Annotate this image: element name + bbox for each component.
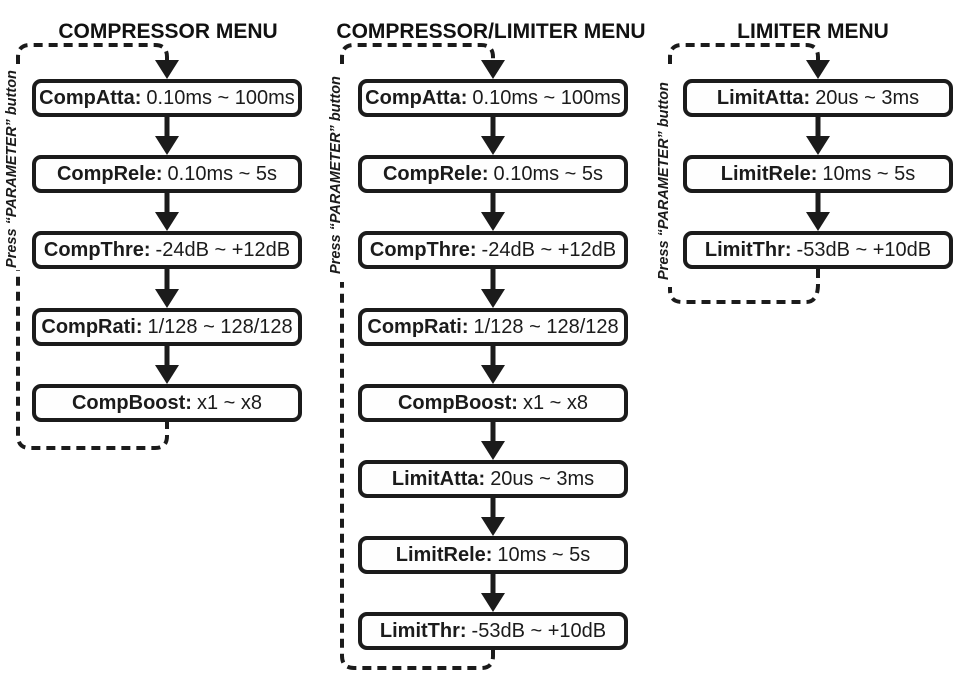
param-name: LimitAtta: [391,467,486,490]
param-range: x1 ~ x8 [522,391,589,414]
param-name: LimitAtta: [716,86,811,109]
arrow-icon [481,289,505,308]
param-range: -53dB ~ +10dB [796,238,932,261]
arrow-stem [815,193,821,213]
param-name: CompBoost: [397,391,518,414]
param-box-limitthr: LimitThr: -53dB ~ +10dB [358,612,628,650]
arrow-icon [481,136,505,155]
param-range: 10ms ~ 5s [822,162,916,185]
arrow-stem [490,346,496,366]
param-range: 20us ~ 3ms [490,467,595,490]
loop-label: Press “PARAMETER” button [656,82,672,280]
arrow-icon [155,289,179,308]
loop-connector-bottom [340,282,495,670]
menu-title: LIMITER MENU [737,20,889,44]
param-box-compthre: CompThre: -24dB ~ +12dB [32,231,302,269]
arrow-stem [490,117,496,137]
arrow-stem [490,574,496,594]
loop-connector-top [16,43,169,64]
param-name: CompAtta: [365,86,468,109]
param-range: 0.10ms ~ 5s [167,162,278,185]
arrow-stem [490,498,496,518]
param-range: 0.10ms ~ 100ms [146,86,295,109]
param-range: 20us ~ 3ms [815,86,920,109]
param-box-compboost: CompBoost: x1 ~ x8 [358,384,628,422]
loop-connector-bottom [16,270,169,450]
param-box-compatta: CompAtta: 0.10ms ~ 100ms [358,79,628,117]
param-box-compthre: CompThre: -24dB ~ +12dB [358,231,628,269]
arrow-icon [481,365,505,384]
param-range: 0.10ms ~ 5s [493,162,604,185]
param-box-limitrele: LimitRele: 10ms ~ 5s [683,155,953,193]
arrow-stem [815,117,821,137]
param-name: CompRati: [41,315,143,338]
arrow-icon [155,365,179,384]
param-name: LimitRele: [395,543,493,566]
param-name: CompRati: [367,315,469,338]
menu-title: COMPRESSOR/LIMITER MENU [336,20,646,44]
param-box-limitrele: LimitRele: 10ms ~ 5s [358,536,628,574]
param-name: CompBoost: [71,391,192,414]
param-name: CompRele: [56,162,163,185]
arrow-stem [164,117,170,137]
param-box-comprele: CompRele: 0.10ms ~ 5s [358,155,628,193]
param-box-comprati: CompRati: 1/128 ~ 128/128 [32,308,302,346]
loop-label: Press “PARAMETER” button [4,70,20,268]
param-name: LimitThr: [379,619,467,642]
arrow-icon [481,593,505,612]
param-name: LimitThr: [704,238,792,261]
param-name: CompThre: [43,238,151,261]
param-range: 10ms ~ 5s [497,543,591,566]
param-range: 0.10ms ~ 100ms [472,86,621,109]
arrow-icon [806,212,830,231]
loop-connector-top [668,43,820,64]
param-range: 1/128 ~ 128/128 [473,315,619,338]
arrow-icon [481,517,505,536]
arrow-stem [164,346,170,366]
loop-connector-top [340,43,495,64]
arrow-icon [155,212,179,231]
arrow-icon [806,60,830,79]
param-range: -53dB ~ +10dB [471,619,607,642]
arrow-stem [490,269,496,290]
param-box-comprele: CompRele: 0.10ms ~ 5s [32,155,302,193]
arrow-icon [155,136,179,155]
arrow-icon [481,441,505,460]
arrow-icon [481,60,505,79]
param-name: LimitRele: [720,162,818,185]
arrow-icon [481,212,505,231]
param-box-comprati: CompRati: 1/128 ~ 128/128 [358,308,628,346]
param-name: CompRele: [382,162,489,185]
param-name: CompThre: [369,238,477,261]
param-range: -24dB ~ +12dB [155,238,291,261]
arrow-stem [164,269,170,290]
param-box-limitatta: LimitAtta: 20us ~ 3ms [358,460,628,498]
param-range: x1 ~ x8 [196,391,263,414]
param-box-limitatta: LimitAtta: 20us ~ 3ms [683,79,953,117]
loop-connector-bottom [668,269,820,304]
param-box-compatta: CompAtta: 0.10ms ~ 100ms [32,79,302,117]
arrow-stem [490,193,496,213]
arrow-icon [806,136,830,155]
param-name: CompAtta: [39,86,142,109]
arrow-icon [155,60,179,79]
loop-label: Press “PARAMETER” button [328,76,344,274]
arrow-stem [490,422,496,442]
param-range: 1/128 ~ 128/128 [147,315,293,338]
param-box-limitthr: LimitThr: -53dB ~ +10dB [683,231,953,269]
param-box-compboost: CompBoost: x1 ~ x8 [32,384,302,422]
param-range: -24dB ~ +12dB [481,238,617,261]
arrow-stem [164,193,170,213]
menu-title: COMPRESSOR MENU [58,20,278,44]
